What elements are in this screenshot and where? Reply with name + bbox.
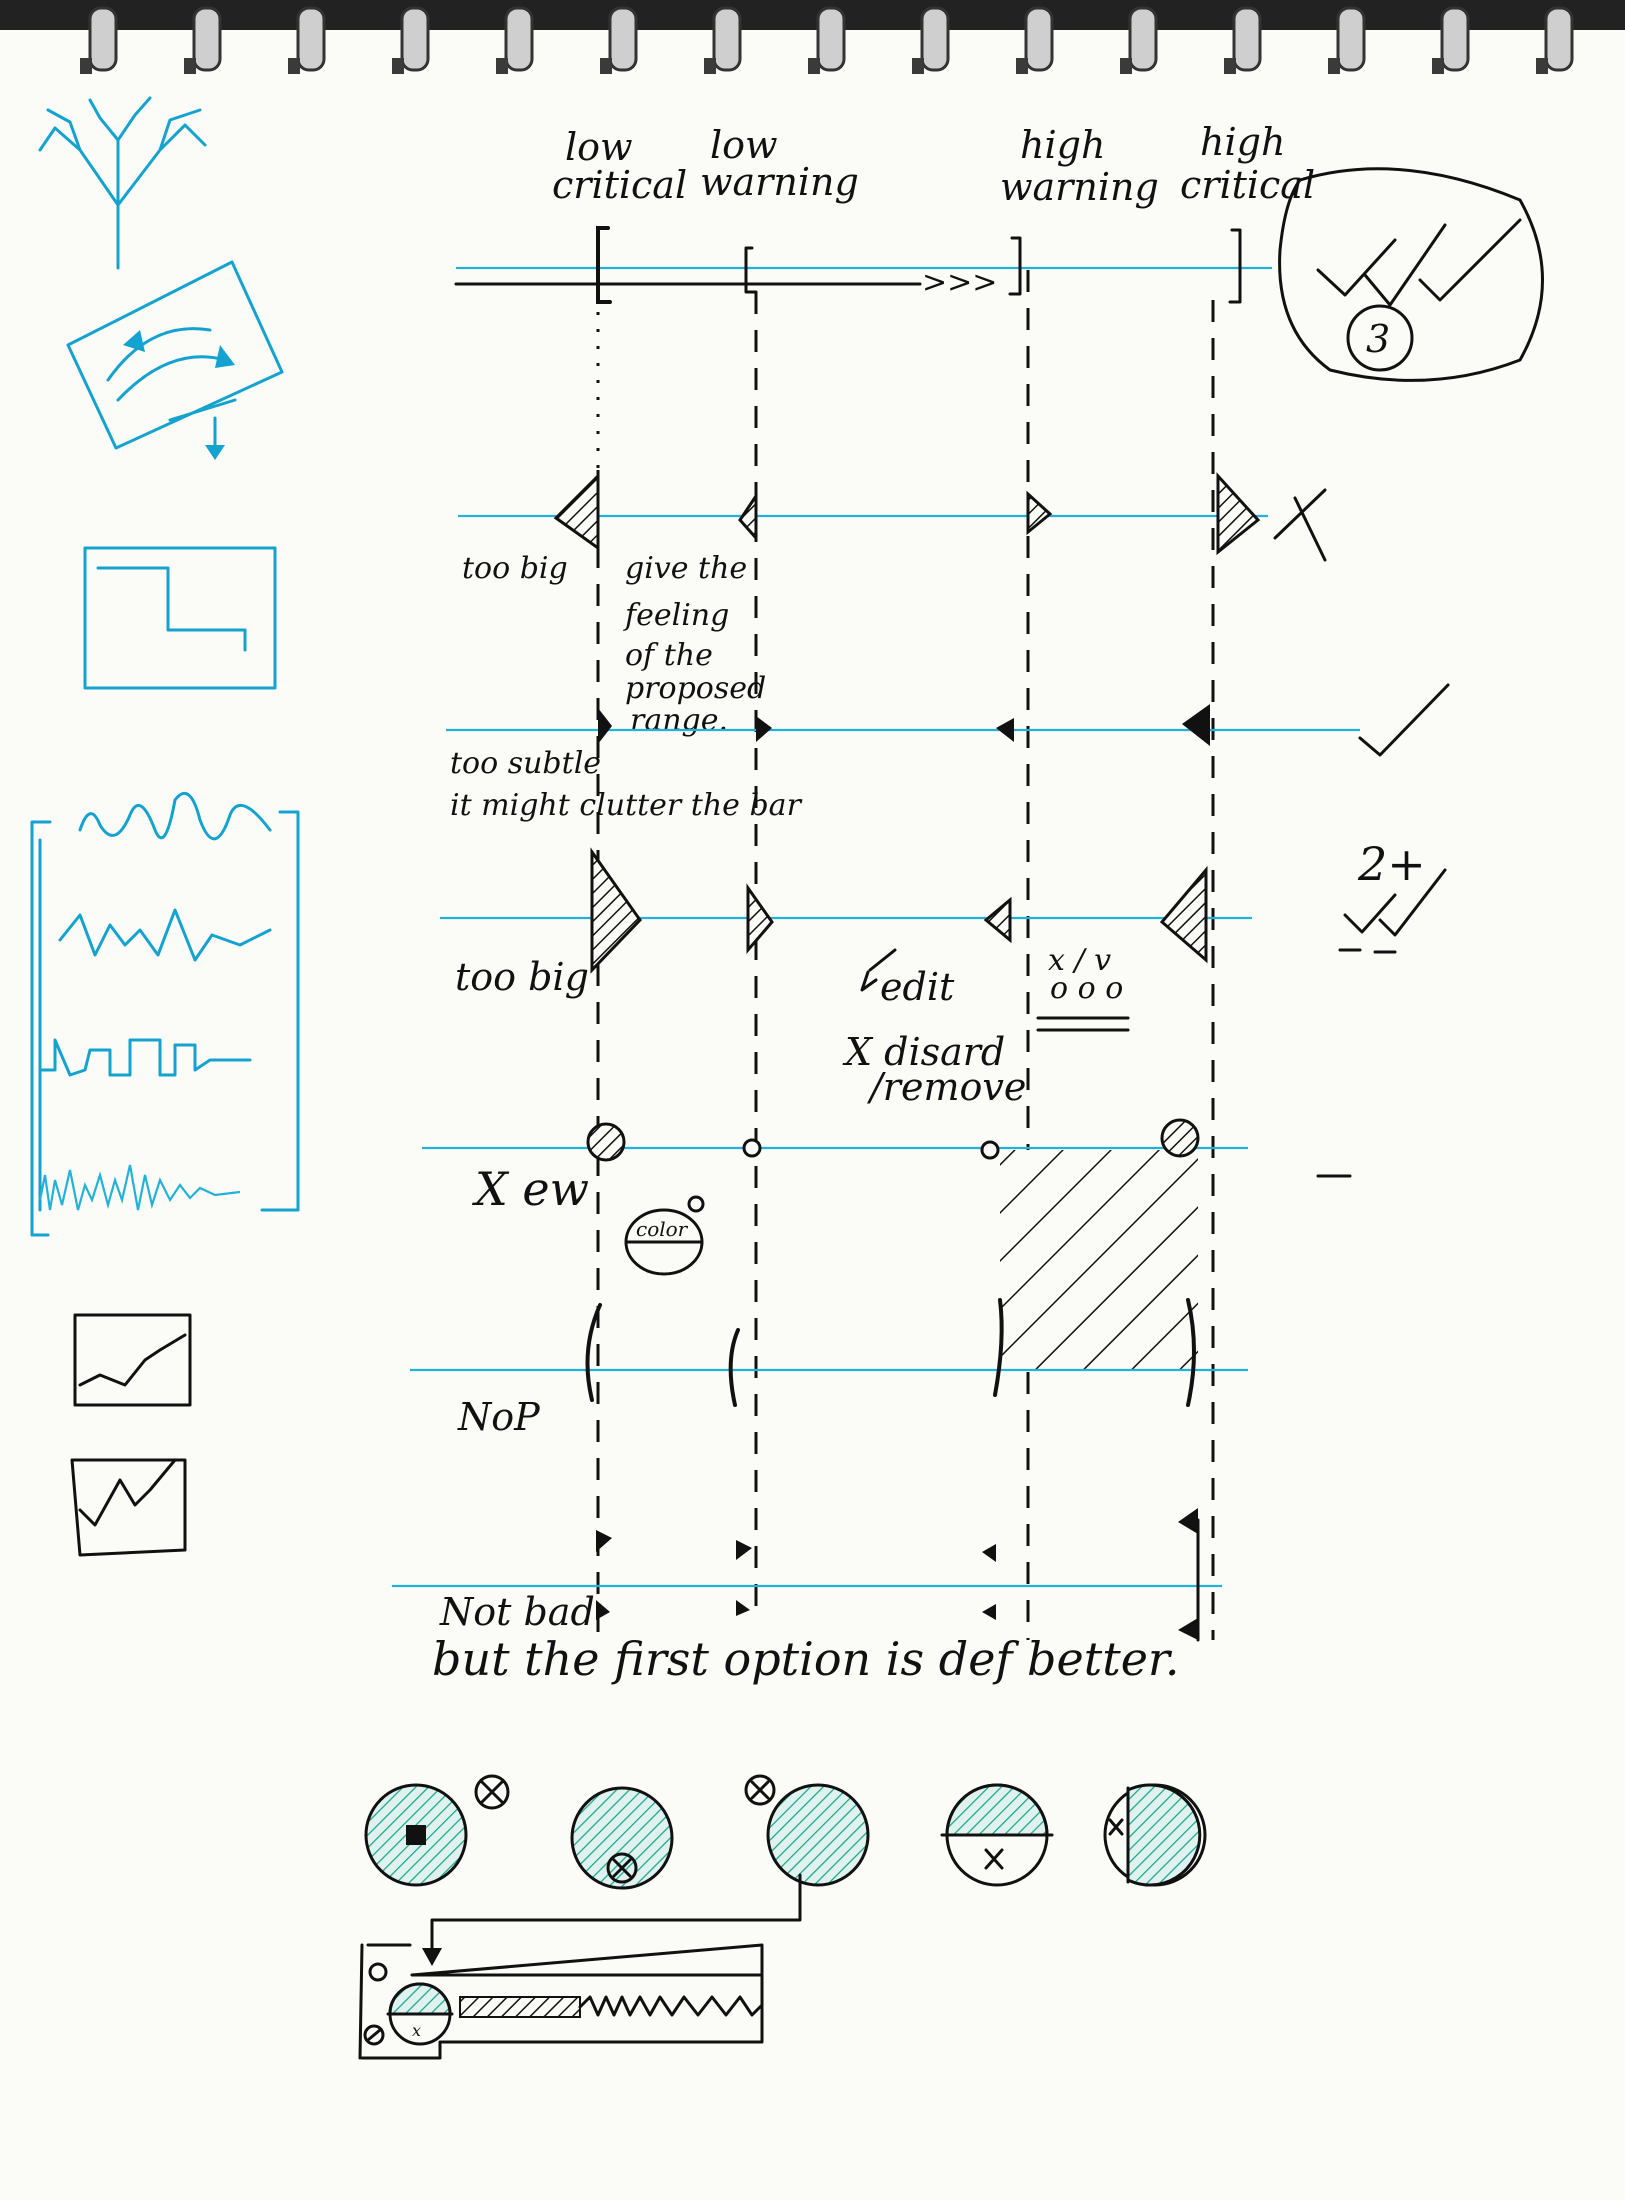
waveform-panel — [30, 791, 300, 1237]
close-icon — [750, 1780, 770, 1800]
row-small-triangles: too subtle it might clutter the bar — [446, 683, 1450, 823]
color-picker-icon: color — [624, 1195, 705, 1276]
binding-hole — [600, 58, 612, 74]
row-large-triangles: too big edit X disard /remove x / v o o … — [440, 837, 1447, 1109]
binding-hole — [704, 58, 716, 74]
arrow-text: >>> — [922, 265, 997, 300]
close-icon — [480, 1780, 504, 1804]
sparkline-icon — [73, 1313, 192, 1407]
rotate-card-icon — [66, 260, 284, 460]
binding-hole — [808, 58, 820, 74]
binding-hole — [1328, 58, 1340, 74]
row-parentheses: NoP — [410, 1298, 1248, 1439]
spiral-ring — [1544, 6, 1574, 72]
mini-ui-mockup: x — [358, 1873, 802, 2060]
heading-low-warning: low warning — [700, 123, 859, 204]
button-concepts — [364, 1774, 1207, 1890]
tree-icon — [38, 96, 207, 270]
close-icon — [1108, 1818, 1124, 1836]
color-label: color — [636, 1217, 689, 1241]
spiral-binding — [0, 0, 1625, 74]
spiral-ring — [1232, 6, 1262, 72]
note-clutter: it might clutter the bar — [450, 788, 803, 823]
spiral-ring — [1336, 6, 1366, 72]
spiral-ring — [400, 6, 430, 72]
svg-text:x: x — [412, 2021, 421, 2040]
x-mark-icon — [1273, 488, 1327, 562]
svg-text:x / v: x / v — [1048, 943, 1111, 978]
close-icon — [612, 1858, 632, 1878]
binding-hole — [392, 58, 404, 74]
spiral-ring — [296, 6, 326, 72]
row-flags: Not bad but the first option is def bett… — [392, 1508, 1222, 1686]
binding-hole — [184, 58, 196, 74]
svg-text:o o o: o o o — [1050, 971, 1123, 1006]
spiral-ring — [192, 6, 222, 72]
binding-hole — [1016, 58, 1028, 74]
spiral-ring — [1024, 6, 1054, 72]
note-too-big-2: too big — [455, 955, 589, 999]
option-dots-icon: x / v o o o — [1036, 943, 1130, 1032]
row-brackets: >>> — [454, 226, 1272, 304]
spiral-ring — [816, 6, 846, 72]
row-big-triangles: too big give the feeling of the proposed… — [458, 472, 1327, 738]
binding-hole — [1432, 58, 1444, 74]
note-not-bad: Not bad — [439, 1590, 595, 1634]
spiral-ring — [1128, 6, 1158, 72]
sparkline-icon — [70, 1458, 187, 1557]
spiral-ring — [88, 6, 118, 72]
heading-high-critical: high critical — [1180, 120, 1315, 207]
spiral-ring — [608, 6, 638, 72]
heading-low-critical: low critical — [552, 125, 687, 207]
note-too-big-1: too big — [462, 551, 568, 586]
checkmark-icon — [1338, 868, 1447, 954]
heading-high-warning: high warning — [1000, 123, 1159, 209]
binding-hole — [288, 58, 300, 74]
note-first-option: but the first option is def better. — [432, 1632, 1179, 1686]
edit-label: edit — [880, 965, 955, 1009]
note-x-ew: X ew — [472, 1162, 589, 1216]
circled-number: 3 — [1366, 317, 1390, 361]
note-too-subtle: too subtle — [450, 746, 601, 781]
row-circles: X ew color — [422, 1118, 1352, 1370]
discard-label: X disard /remove — [842, 1030, 1026, 1109]
note-proposed-range: give the feeling of the proposed range. — [623, 551, 776, 738]
binding-hole — [1120, 58, 1132, 74]
spiral-ring — [504, 6, 534, 72]
edit-option: edit — [860, 948, 955, 1009]
spiral-ring — [1440, 6, 1470, 72]
binding-hole — [1536, 58, 1548, 74]
binding-hole — [496, 58, 508, 74]
close-icon — [984, 1848, 1004, 1870]
rating-circle: 3 — [1278, 167, 1544, 382]
binding-hole — [912, 58, 924, 74]
spiral-ring — [920, 6, 950, 72]
score-2plus: 2+ — [1357, 837, 1426, 891]
binding-hole — [80, 58, 92, 74]
binding-hole — [1224, 58, 1236, 74]
checkmark-icon — [1358, 683, 1450, 757]
note-nop: NoP — [457, 1395, 541, 1439]
step-chart-icon — [83, 546, 277, 690]
spiral-ring — [712, 6, 742, 72]
